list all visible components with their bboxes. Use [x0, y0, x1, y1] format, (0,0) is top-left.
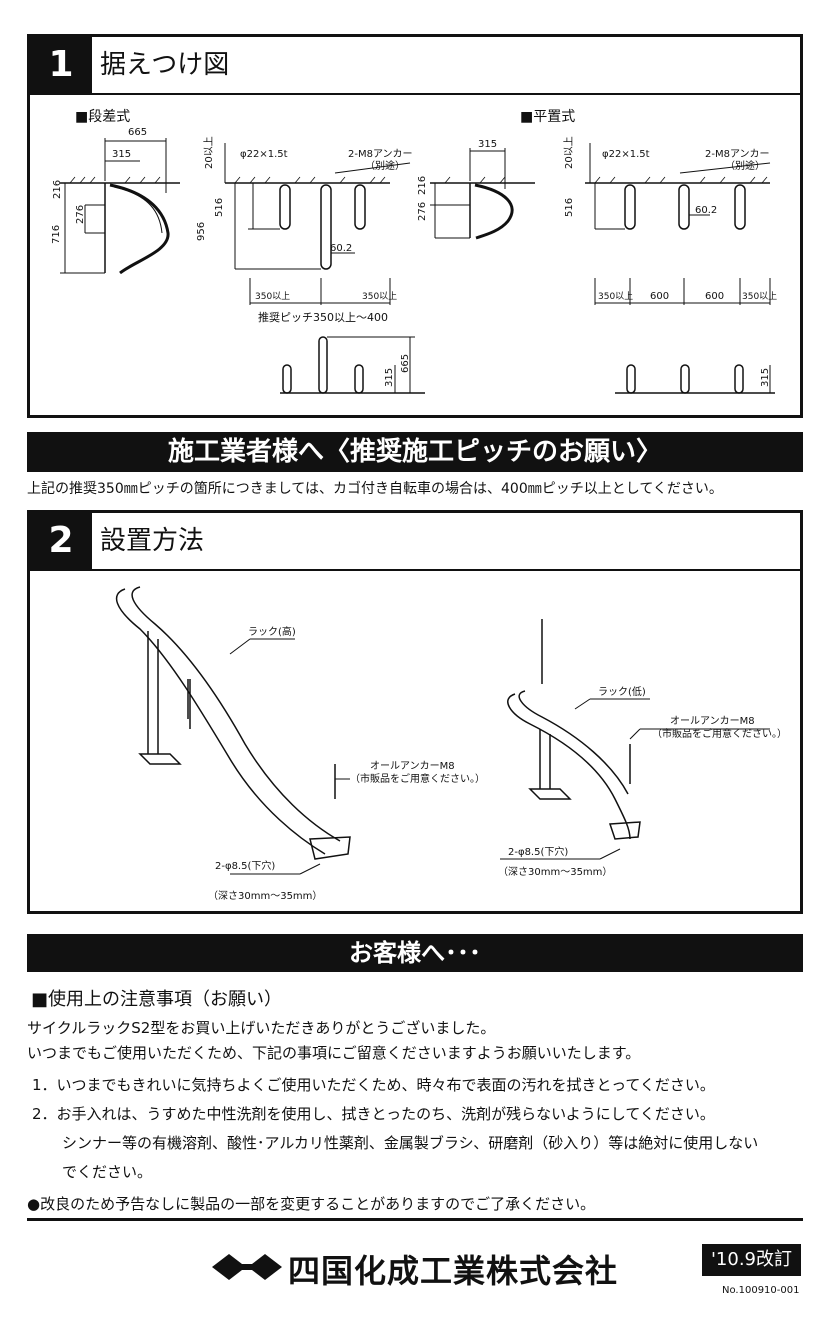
customer-subtitle: ■使用上の注意事項（お願い） — [31, 989, 283, 1010]
flat-elev-315: 315 — [760, 368, 771, 387]
section-title: 据えつけ図 — [100, 50, 230, 80]
anchor-separate: （別途） — [365, 159, 405, 172]
customer-title: お客様へ･･･ — [27, 934, 803, 972]
section-title: 設置方法 — [100, 526, 205, 556]
installer-notice-text: 上記の推奨350㎜ピッチの箇所につきましては、カゴ付き自転車の場合は、400㎜ピ… — [27, 481, 723, 497]
customer-intro-2: いつまでもご使用いただくため、下記の事項にご留意くださいますようお願いいたします… — [27, 1044, 641, 1062]
section-header: 2 設置方法 — [30, 513, 800, 571]
dim-956: 956 — [196, 222, 207, 241]
company-name: 四国化成工業株式会社 — [288, 1252, 619, 1290]
dim-716: 716 — [51, 225, 62, 244]
label-anchor-right-note: （市販品をご用意ください。） — [652, 727, 787, 740]
recommended-pitch: 推奨ピッチ350以上～400 — [258, 310, 388, 324]
dim-60-2: 60.2 — [330, 243, 352, 254]
flat-dim-600-a: 600 — [650, 291, 669, 302]
section-installation-method: 2 設置方法 — [27, 510, 803, 914]
flat-dim-276: 276 — [417, 202, 428, 221]
label-hole-left: 2-φ8.5(下穴) — [215, 859, 275, 872]
dim-315: 315 — [112, 149, 131, 160]
label-rack-low: ラック(低) — [598, 685, 646, 698]
dim-665: 665 — [128, 127, 147, 138]
section-installation-drawing: 1 据えつけ図 — [27, 34, 803, 418]
label-anchor-left: オールアンカーM8 — [370, 760, 455, 772]
label-anchor-right: オールアンカーM8 — [670, 715, 755, 727]
elev-665: 665 — [400, 354, 411, 373]
installation-drawing: ■段差式 ■平置式 665 315 216 276 716 20以上 φ22×1… — [51, 109, 777, 394]
dim-516: 516 — [214, 198, 225, 217]
label-hole-right: 2-φ8.5(下穴) — [508, 845, 568, 858]
step-type-label: ■段差式 — [75, 109, 130, 125]
flat-anchor-spec: 2-M8アンカー — [705, 148, 770, 160]
flat-dim-350min-left: 350以上 — [598, 291, 633, 302]
label-anchor-left-note: （市販品をご用意ください。） — [350, 772, 485, 785]
dim-350min-right: 350以上 — [362, 291, 397, 302]
flat-dim-20min: 20以上 — [563, 136, 575, 169]
flat-pipe-spec: φ22×1.5t — [602, 149, 650, 160]
flat-dim-600-b: 600 — [705, 291, 724, 302]
flat-dim-315: 315 — [478, 139, 497, 150]
flat-dim-216: 216 — [417, 176, 428, 195]
flat-type-label: ■平置式 — [520, 109, 575, 125]
section-header: 1 据えつけ図 — [30, 37, 800, 95]
revision-badge: '10.9改訂 — [702, 1244, 801, 1276]
flat-dim-350min-right: 350以上 — [742, 291, 777, 302]
dim-20min: 20以上 — [203, 136, 215, 169]
installer-notice-title: 施工業者様へ〈推奨施工ピッチのお願い〉 — [27, 432, 803, 472]
footer-divider — [27, 1218, 803, 1221]
dim-216: 216 — [52, 180, 63, 199]
flat-dim-60-2: 60.2 — [695, 205, 717, 216]
company-logo-icon — [212, 1254, 282, 1280]
anchor-spec: 2-M8アンカー — [348, 148, 413, 160]
label-rack-high: ラック(高) — [248, 625, 296, 638]
elev-315: 315 — [384, 368, 395, 387]
document-number: No.100910-001 — [722, 1285, 800, 1296]
flat-anchor-separate: （別途） — [725, 159, 765, 172]
customer-item-1: 1．いつまでもきれいに気持ちよくご使用いただくため、時々布で表面の汚れを拭きとっ… — [32, 1076, 715, 1094]
customer-item-2b: シンナー等の有機溶剤、酸性･アルカリ性薬剤、金属製ブラシ、研磨剤（砂入り）等は絶… — [62, 1134, 759, 1152]
customer-item-2c: でください。 — [62, 1163, 153, 1181]
section-number: 1 — [30, 37, 92, 93]
customer-intro-1: サイクルラックS2型をお買い上げいただきありがとうございました。 — [27, 1019, 496, 1037]
installation-method-drawing: ラック(高) オールアンカーM8 （市販品をご用意ください。） 2-φ8.5(下… — [115, 586, 787, 902]
customer-improvement-note: ●改良のため予告なしに製品の一部を変更することがありますのでご了承ください。 — [27, 1195, 596, 1213]
label-hole-left-depth: （深さ30mm～35mm） — [208, 890, 322, 902]
dim-276: 276 — [75, 205, 86, 224]
pipe-spec: φ22×1.5t — [240, 149, 288, 160]
label-hole-right-depth: （深さ30mm～35mm） — [498, 866, 612, 878]
section-number: 2 — [30, 513, 92, 569]
flat-dim-516: 516 — [564, 198, 575, 217]
customer-item-2a: 2．お手入れは、うすめた中性洗剤を使用し、拭きとったのち、洗剤が残らないようにし… — [32, 1105, 715, 1123]
dim-350min-left: 350以上 — [255, 291, 290, 302]
